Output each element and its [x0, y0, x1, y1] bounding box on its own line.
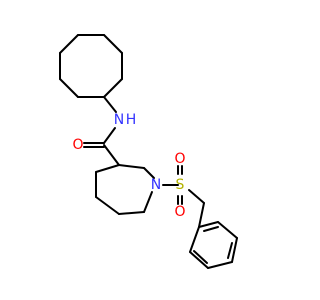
- sulfonyl-group: [162, 165, 205, 205]
- structure-canvas: N H O N S O O: [59, 34, 238, 269]
- amide-nitrogen-label: N: [114, 112, 124, 128]
- bond: [143, 191, 153, 213]
- sulfonyl-oxygen-upper-label: O: [174, 151, 185, 167]
- aromatic-inner-bond: [227, 242, 233, 259]
- bond: [95, 164, 120, 173]
- aromatic-inner-bond: [203, 226, 219, 232]
- benzene-ring: [189, 202, 238, 269]
- bond: [198, 221, 219, 228]
- molecule-drawing: N H O N S O O: [59, 34, 238, 269]
- amide-hydrogen-label: H: [126, 112, 137, 128]
- bond: [118, 211, 145, 215]
- sulfur-label: S: [176, 177, 185, 193]
- bond: [59, 34, 79, 54]
- bond: [198, 202, 205, 228]
- bond: [231, 237, 238, 263]
- bond: [217, 221, 238, 239]
- amide-linkage: [83, 96, 120, 166]
- bond: [59, 78, 79, 98]
- bond: [103, 78, 123, 98]
- bond: [207, 261, 233, 269]
- bond: [189, 251, 209, 269]
- bond: [189, 226, 200, 253]
- bond: [143, 167, 155, 179]
- sulfonyl-oxygen-lower-label: O: [174, 204, 185, 220]
- bond: [103, 144, 120, 166]
- aromatic-inner-bond: [193, 250, 208, 264]
- bond: [103, 34, 123, 54]
- ring-nitrogen-label: N: [151, 177, 161, 193]
- bond: [95, 196, 120, 215]
- cyclooctane-ring: [59, 34, 123, 98]
- carbonyl-oxygen-label: O: [72, 137, 83, 153]
- bond: [118, 164, 145, 169]
- atom-labels: N H O N S O O: [72, 112, 185, 220]
- bond: [188, 189, 205, 204]
- bond: [103, 127, 116, 144]
- piperidine-ring: [95, 164, 155, 215]
- bond: [103, 96, 117, 113]
